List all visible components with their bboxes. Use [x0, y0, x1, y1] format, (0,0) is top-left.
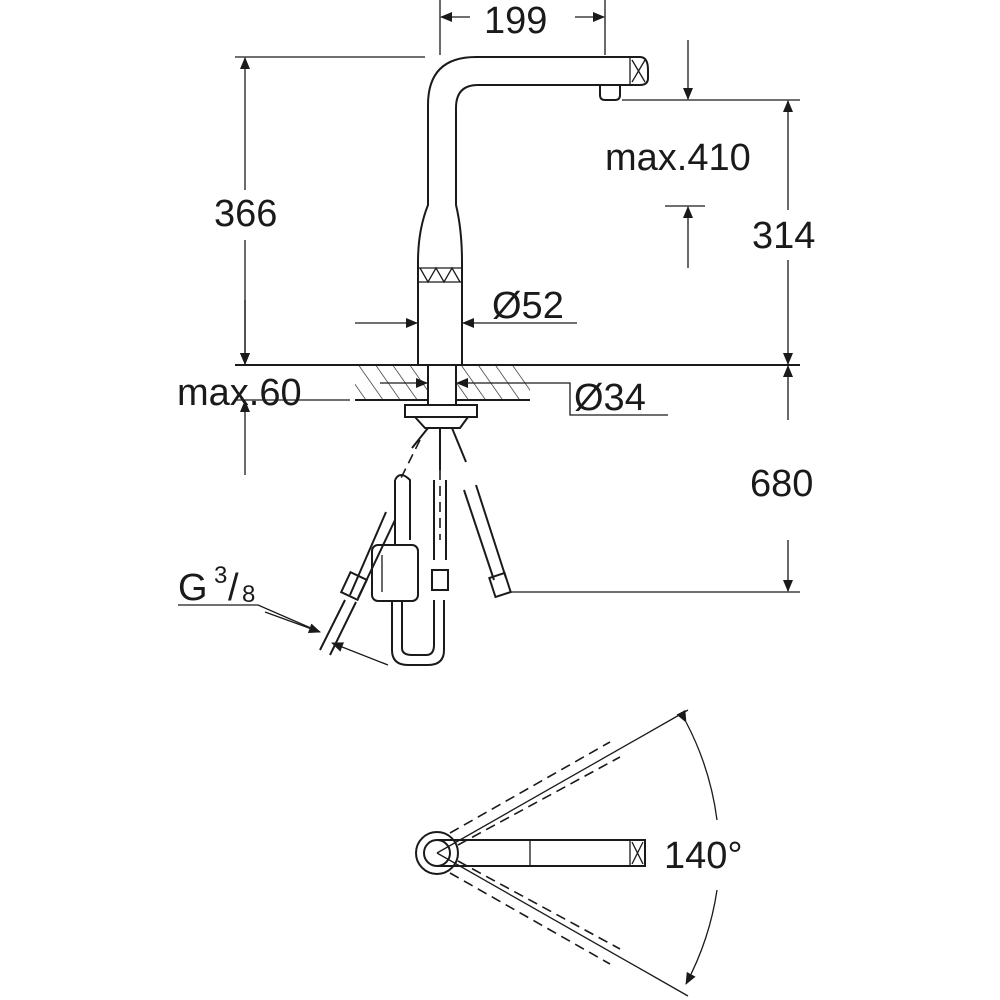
- supply-hoses: [319, 427, 512, 666]
- dimension-lines: [178, 0, 800, 666]
- svg-text:8: 8: [242, 581, 255, 608]
- dim-hose-length: 680: [750, 463, 813, 505]
- dim-max-height: max.410: [605, 137, 751, 179]
- svg-text:G: G: [178, 567, 208, 609]
- svg-text:3: 3: [214, 562, 227, 589]
- dim-aerator-height: 314: [752, 215, 815, 257]
- dim-connection-thread: G 3 / 8: [178, 562, 255, 609]
- dim-swivel-angle: 140°: [664, 835, 743, 877]
- dim-total-height: 366: [214, 193, 277, 235]
- dim-counter-thickness: max.60: [177, 372, 302, 414]
- dim-hole-diameter: Ø34: [574, 377, 646, 419]
- faucet-top-view: [415, 709, 718, 997]
- fraction-slash: /: [228, 567, 239, 609]
- dim-body-diameter: Ø52: [492, 285, 564, 327]
- dim-spout-reach: 199: [484, 0, 547, 42]
